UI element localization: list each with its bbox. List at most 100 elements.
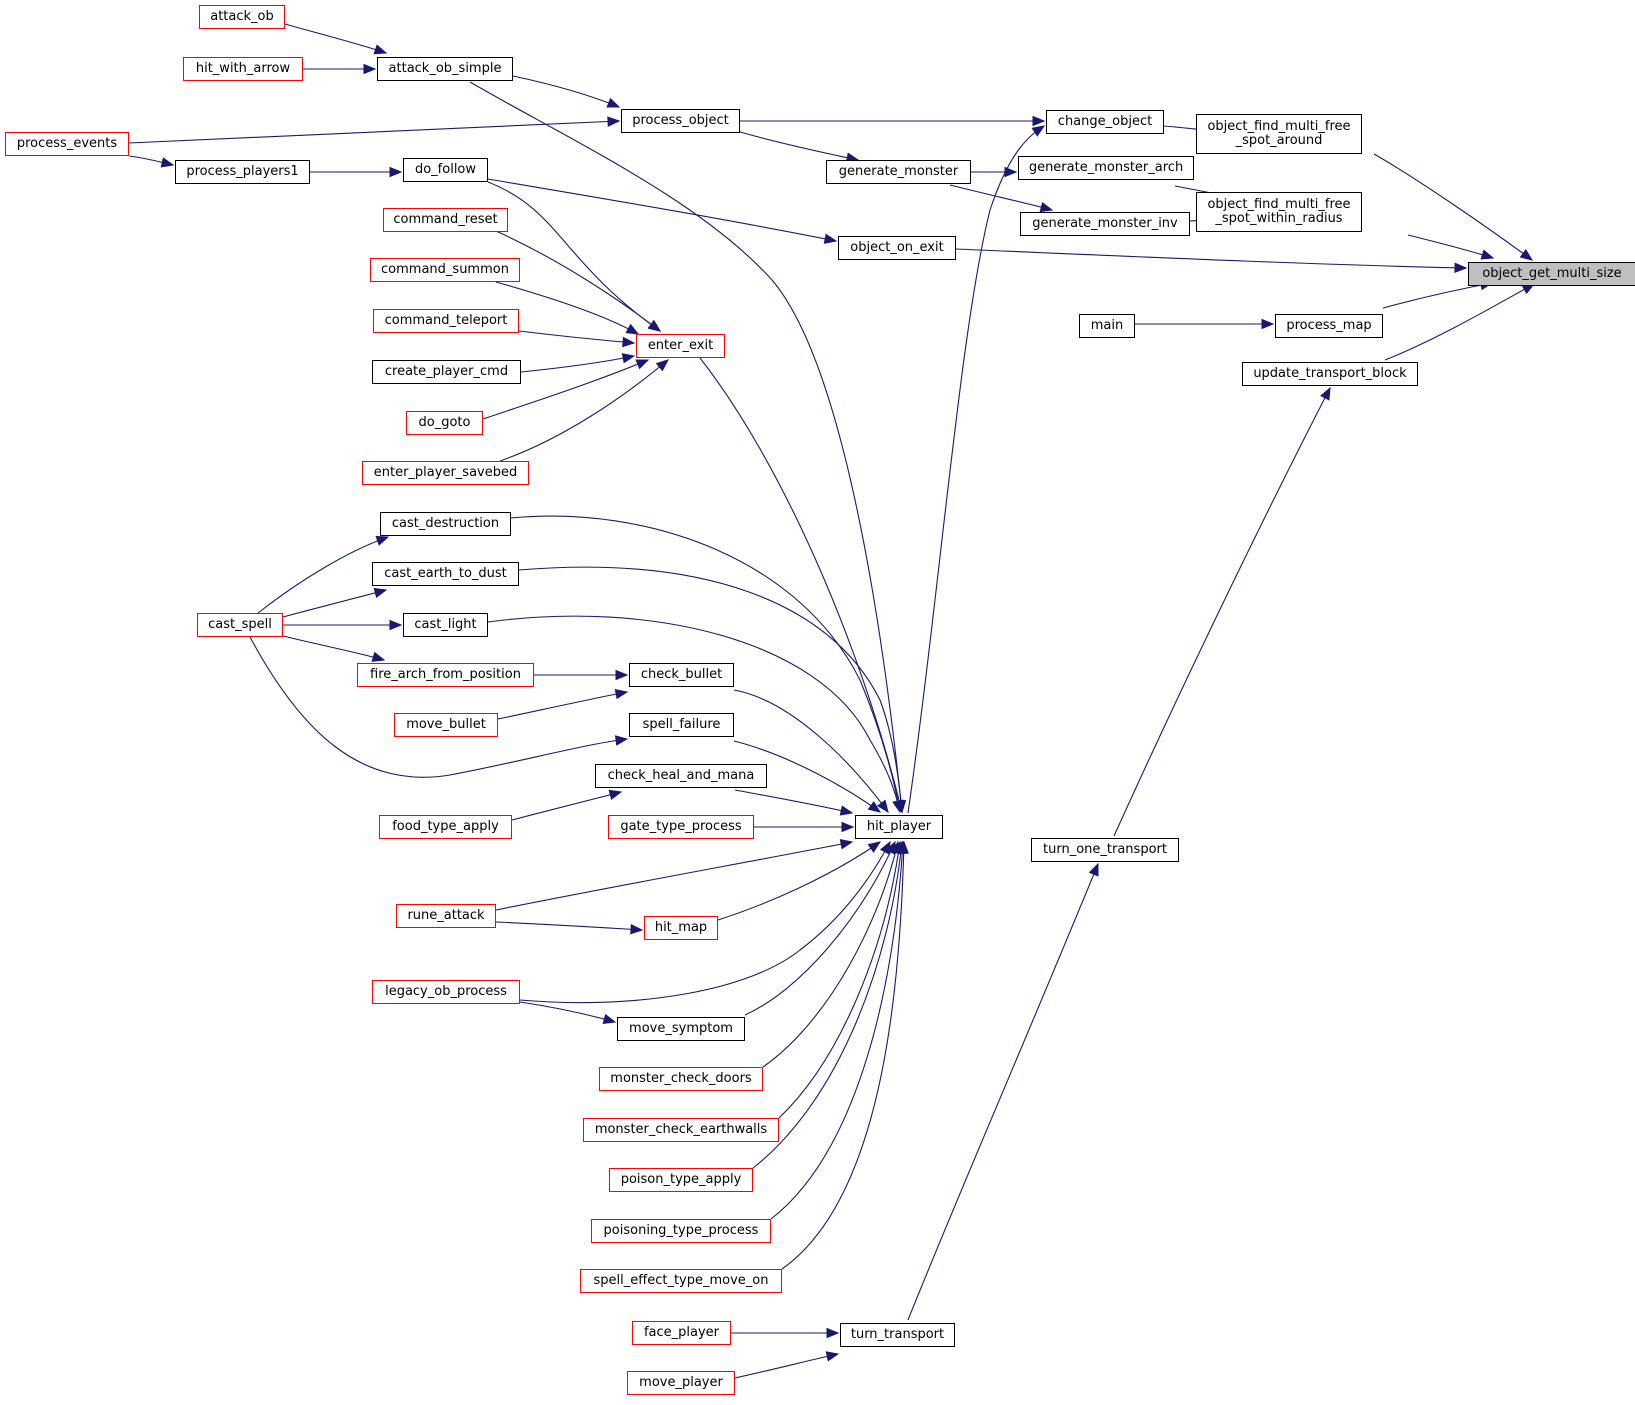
node-label: enter_exit [647, 338, 714, 353]
node-label: monster_check_earthwalls [594, 1122, 768, 1137]
edge-line [499, 359, 669, 462]
arrowhead [375, 535, 390, 546]
node-label: process_map [1286, 318, 1372, 333]
edge-command_summon-to-enter_exit [495, 281, 640, 335]
node-label: do_follow [414, 162, 477, 177]
node-move-symptom[interactable]: move_symptom [617, 1017, 745, 1041]
node-generate-monster-arch[interactable]: generate_monster_arch [1018, 156, 1194, 180]
node-cast-spell[interactable]: cast_spell [197, 613, 283, 637]
node-change-object[interactable]: change_object [1046, 110, 1164, 134]
node-hit-map[interactable]: hit_map [644, 916, 718, 940]
node-attack-ob-simple[interactable]: attack_ob_simple [377, 57, 513, 81]
node-label: generate_monster [838, 164, 959, 179]
edge-line [487, 178, 837, 242]
node-process-object[interactable]: process_object [621, 109, 740, 133]
node-object-on-exit[interactable]: object_on_exit [838, 236, 956, 260]
node-process-players1[interactable]: process_players1 [175, 160, 310, 184]
edge-line [510, 515, 901, 813]
node-gate-type-process[interactable]: gate_type_process [608, 815, 754, 839]
node-label: cast_spell [208, 617, 272, 632]
edge-move_player-to-turn_transport [734, 1351, 840, 1379]
edge-spell_effect_type_move_on-to-hit_player [781, 840, 909, 1270]
node-do-goto[interactable]: do_goto [406, 411, 483, 435]
node-object-find-multi-free-spot-around[interactable]: object_find_multi_free _spot_around [1196, 114, 1362, 154]
node-main[interactable]: main [1079, 314, 1135, 338]
node-label: turn_transport [850, 1327, 945, 1342]
node-legacy-ob-process[interactable]: legacy_ob_process [372, 980, 520, 1004]
edge-line [487, 181, 661, 332]
node-hit-player[interactable]: hit_player [855, 815, 943, 839]
edge-line [752, 841, 903, 1169]
node-label: hit_map [654, 920, 708, 935]
edge-attack_ob_simple-to-process_object [512, 75, 621, 108]
node-cast-destruction[interactable]: cast_destruction [380, 512, 511, 536]
edge-process_object-to-change_object [740, 115, 1046, 127]
node-move-bullet[interactable]: move_bullet [394, 713, 498, 737]
edge-object_find_multi_free_spot_within_radius-to-object_get_multi_size [1407, 234, 1495, 260]
node-generate-monster-inv[interactable]: generate_monster_inv [1020, 212, 1190, 236]
node-enter-exit[interactable]: enter_exit [636, 334, 725, 358]
node-command-reset[interactable]: command_reset [383, 208, 508, 232]
node-poison-type-apply[interactable]: poison_type_apply [609, 1168, 753, 1192]
edge-line [469, 81, 903, 813]
node-label: process_object [632, 113, 729, 128]
edge-do_goto-to-enter_exit [482, 359, 650, 420]
node-enter-player-savebed[interactable]: enter_player_savebed [362, 461, 529, 485]
edge-line [495, 921, 643, 931]
node-process-map[interactable]: process_map [1275, 314, 1383, 338]
node-label: turn_one_transport [1043, 842, 1167, 857]
edge-enter_player_savebed-to-enter_exit [499, 359, 670, 462]
arrowhead [1454, 262, 1468, 273]
node-object-find-multi-free-spot-within-radius[interactable]: object_find_multi_free _spot_within_radi… [1196, 192, 1362, 232]
node-spell-failure[interactable]: spell_failure [629, 713, 734, 737]
node-hit-with-arrow[interactable]: hit_with_arrow [183, 57, 303, 81]
node-label: change_object [1057, 114, 1153, 129]
node-monster-check-earthwalls[interactable]: monster_check_earthwalls [583, 1118, 779, 1142]
node-generate-monster[interactable]: generate_monster [826, 160, 971, 184]
arrowhead [867, 801, 882, 813]
node-cast-earth-to-dust[interactable]: cast_earth_to_dust [372, 562, 519, 586]
node-do-follow[interactable]: do_follow [403, 158, 488, 182]
node-poisoning-type-process[interactable]: poisoning_type_process [591, 1219, 771, 1243]
node-create-player-cmd[interactable]: create_player_cmd [372, 360, 521, 384]
node-label: cast_destruction [391, 516, 500, 531]
edge-line [249, 636, 628, 778]
node-label: command_reset [393, 212, 498, 227]
arrowhead [1088, 862, 1099, 877]
arrowhead [892, 799, 903, 814]
arrowhead [389, 166, 403, 178]
node-food-type-apply[interactable]: food_type_apply [379, 815, 512, 839]
edge-line [495, 841, 853, 911]
node-monster-check-doors[interactable]: monster_check_doors [599, 1067, 763, 1091]
node-process-events[interactable]: process_events [5, 132, 129, 156]
node-command-summon[interactable]: command_summon [370, 258, 520, 282]
node-move-player[interactable]: move_player [627, 1371, 735, 1395]
node-face-player[interactable]: face_player [632, 1321, 731, 1345]
node-rune-attack[interactable]: rune_attack [396, 904, 496, 928]
node-label: monster_check_doors [610, 1071, 752, 1086]
node-spell-effect-type-move-on[interactable]: spell_effect_type_move_on [580, 1269, 782, 1293]
node-check-heal-and-mana[interactable]: check_heal_and_mana [595, 764, 767, 788]
node-turn-one-transport[interactable]: turn_one_transport [1031, 838, 1179, 862]
arrowhead [841, 821, 855, 833]
node-label: process_players1 [186, 164, 299, 179]
edge-generate_monster-to-generate_monster_inv [949, 184, 1054, 213]
edge-do_follow-to-object_on_exit [487, 178, 838, 244]
node-update-transport-block[interactable]: update_transport_block [1242, 362, 1418, 386]
node-check-bullet[interactable]: check_bullet [629, 663, 734, 687]
arrowhead [839, 805, 854, 816]
node-label: hit_player [866, 819, 932, 834]
arrowhead [622, 336, 636, 348]
edge-line [1384, 283, 1535, 361]
node-turn-transport[interactable]: turn_transport [840, 1323, 955, 1347]
node-object-get-multi-size[interactable]: object_get_multi_size [1468, 262, 1635, 286]
node-cast-light[interactable]: cast_light [403, 613, 488, 637]
arrowhead [647, 319, 662, 332]
arrowhead [839, 839, 854, 850]
arrowhead [1320, 386, 1331, 401]
node-label: object_find_multi_free _spot_within_radi… [1207, 197, 1351, 226]
node-label: object_find_multi_free _spot_around [1207, 119, 1351, 148]
node-fire-arch-from-position[interactable]: fire_arch_from_position [357, 663, 534, 687]
node-attack-ob[interactable]: attack_ob [199, 5, 285, 29]
node-command-teleport[interactable]: command_teleport [373, 309, 519, 333]
